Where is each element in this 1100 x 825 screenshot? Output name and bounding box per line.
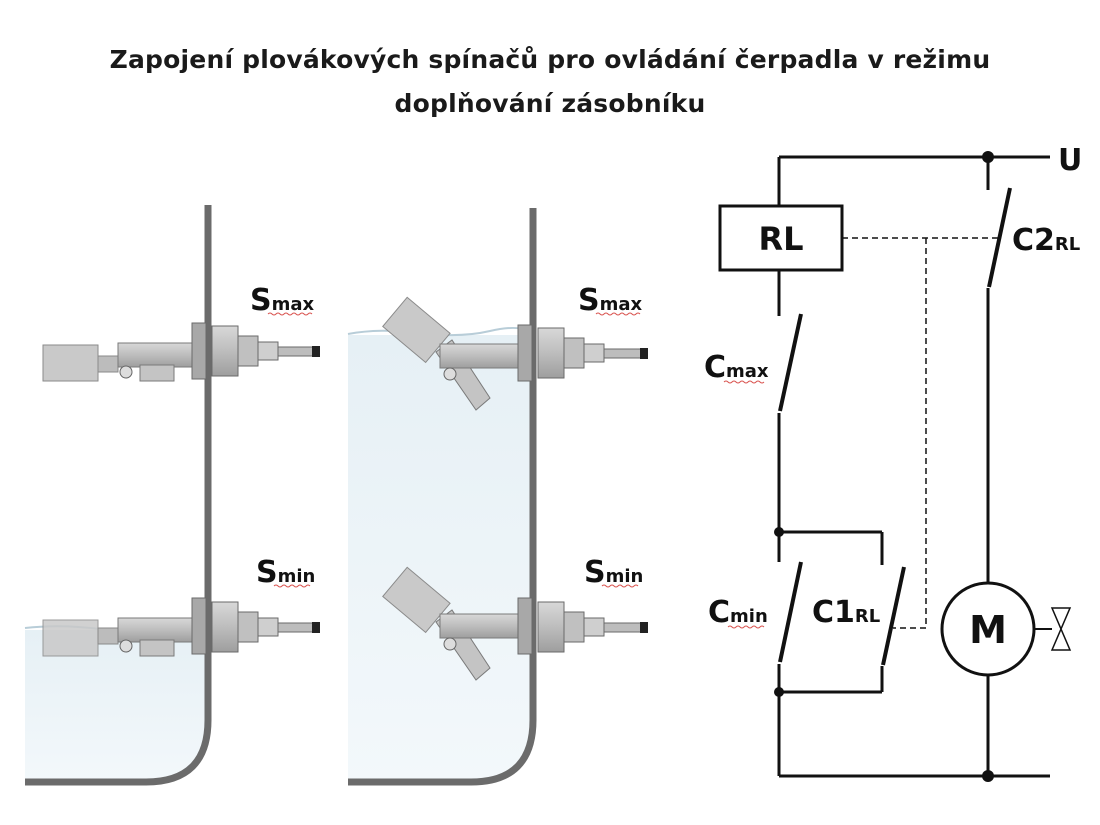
title-line-2: doplňování zásobníku: [394, 89, 706, 118]
float-arm: [97, 627, 119, 645]
switch-housing: [117, 617, 193, 643]
switch-stem: [583, 343, 605, 363]
valve-icon: [1050, 607, 1072, 651]
control-circuit: [718, 151, 1072, 782]
switch-flange: [517, 324, 533, 382]
right-smax-spellcheck-underline: [595, 312, 641, 316]
pivot: [443, 637, 457, 651]
switch-flange: [191, 322, 207, 380]
float-arm: [97, 355, 119, 373]
switch-housing: [439, 343, 519, 369]
motor-label: M: [969, 608, 1007, 652]
cmax-label: Cmax: [704, 350, 769, 385]
switch-cable: [603, 622, 643, 633]
switch-stem: [583, 617, 605, 637]
switch-thread: [563, 611, 585, 643]
right-tank-water-surface: [347, 327, 534, 337]
c2-contact-blade: [987, 187, 1012, 288]
switch-lower-block: [139, 639, 175, 657]
cable-end: [312, 346, 320, 357]
relay-coil-box: [718, 204, 844, 272]
right-smin-spellcheck-underline: [601, 584, 639, 588]
float-body: [42, 344, 99, 382]
left-tank-water: [25, 630, 208, 782]
right-smax-float-switch: [382, 296, 648, 411]
right-tank-water: [348, 335, 533, 782]
switch-nut: [537, 327, 565, 379]
right-tank-wall: [348, 208, 537, 786]
title-line-1: Zapojení plovákových spínačů pro ovládán…: [109, 45, 991, 74]
cmin-contact-blade: [778, 561, 803, 663]
switch-nut: [537, 601, 565, 653]
left-tank: Smax Smin: [24, 205, 320, 786]
right-smin-float-switch: [382, 566, 648, 681]
right-smin-label: Smin: [584, 555, 643, 590]
switch-thread: [237, 611, 259, 643]
left-smin-spellcheck-underline: [273, 584, 311, 588]
switch-thread: [237, 335, 259, 367]
pivot: [119, 639, 133, 653]
cable-end: [640, 622, 648, 633]
switch-lower-block: [139, 364, 175, 382]
diagram-title: Zapojení plovákových spínačů pro ovládán…: [0, 38, 1100, 126]
cmax-contact-blade: [778, 313, 803, 412]
switch-housing: [439, 613, 519, 639]
left-tank-wall: [25, 205, 212, 786]
switch-nut: [211, 325, 239, 377]
float-body: [382, 566, 451, 634]
pivot: [119, 365, 133, 379]
relay-mechanical-linkage: [842, 237, 998, 629]
left-smax-spellcheck-underline: [267, 312, 313, 316]
left-smin-float-switch: [42, 597, 320, 657]
switch-cable: [277, 346, 315, 357]
switch-stem: [257, 617, 279, 637]
switch-flange: [517, 597, 533, 655]
switch-stem: [257, 341, 279, 361]
switch-cable: [603, 348, 643, 359]
right-smax-label: Smax: [578, 283, 643, 318]
cmin-label: Cmin: [708, 595, 768, 630]
switch-nut: [211, 601, 239, 653]
switch-thread: [563, 337, 585, 369]
relay-label: RL: [758, 220, 803, 258]
left-smin-label: Smin: [256, 555, 315, 590]
float-body: [42, 619, 99, 657]
cable-end: [312, 622, 320, 633]
right-tank: Smax Smin: [347, 208, 648, 786]
pivot: [443, 367, 457, 381]
cmin-spellcheck-underline: [727, 625, 765, 629]
cable-end: [640, 348, 648, 359]
c1rl-label: C1RL: [812, 595, 880, 630]
switch-housing: [117, 342, 193, 368]
switch-cable: [277, 622, 315, 633]
switch-flange: [191, 597, 207, 655]
supply-voltage-label: U: [1058, 143, 1082, 178]
left-smax-float-switch: [42, 322, 320, 382]
cmax-spellcheck-underline: [723, 380, 765, 384]
c2rl-label: C2RL: [1012, 223, 1080, 258]
left-smax-label: Smax: [250, 283, 315, 318]
c1-contact-blade: [881, 566, 906, 666]
float-body: [382, 296, 451, 364]
